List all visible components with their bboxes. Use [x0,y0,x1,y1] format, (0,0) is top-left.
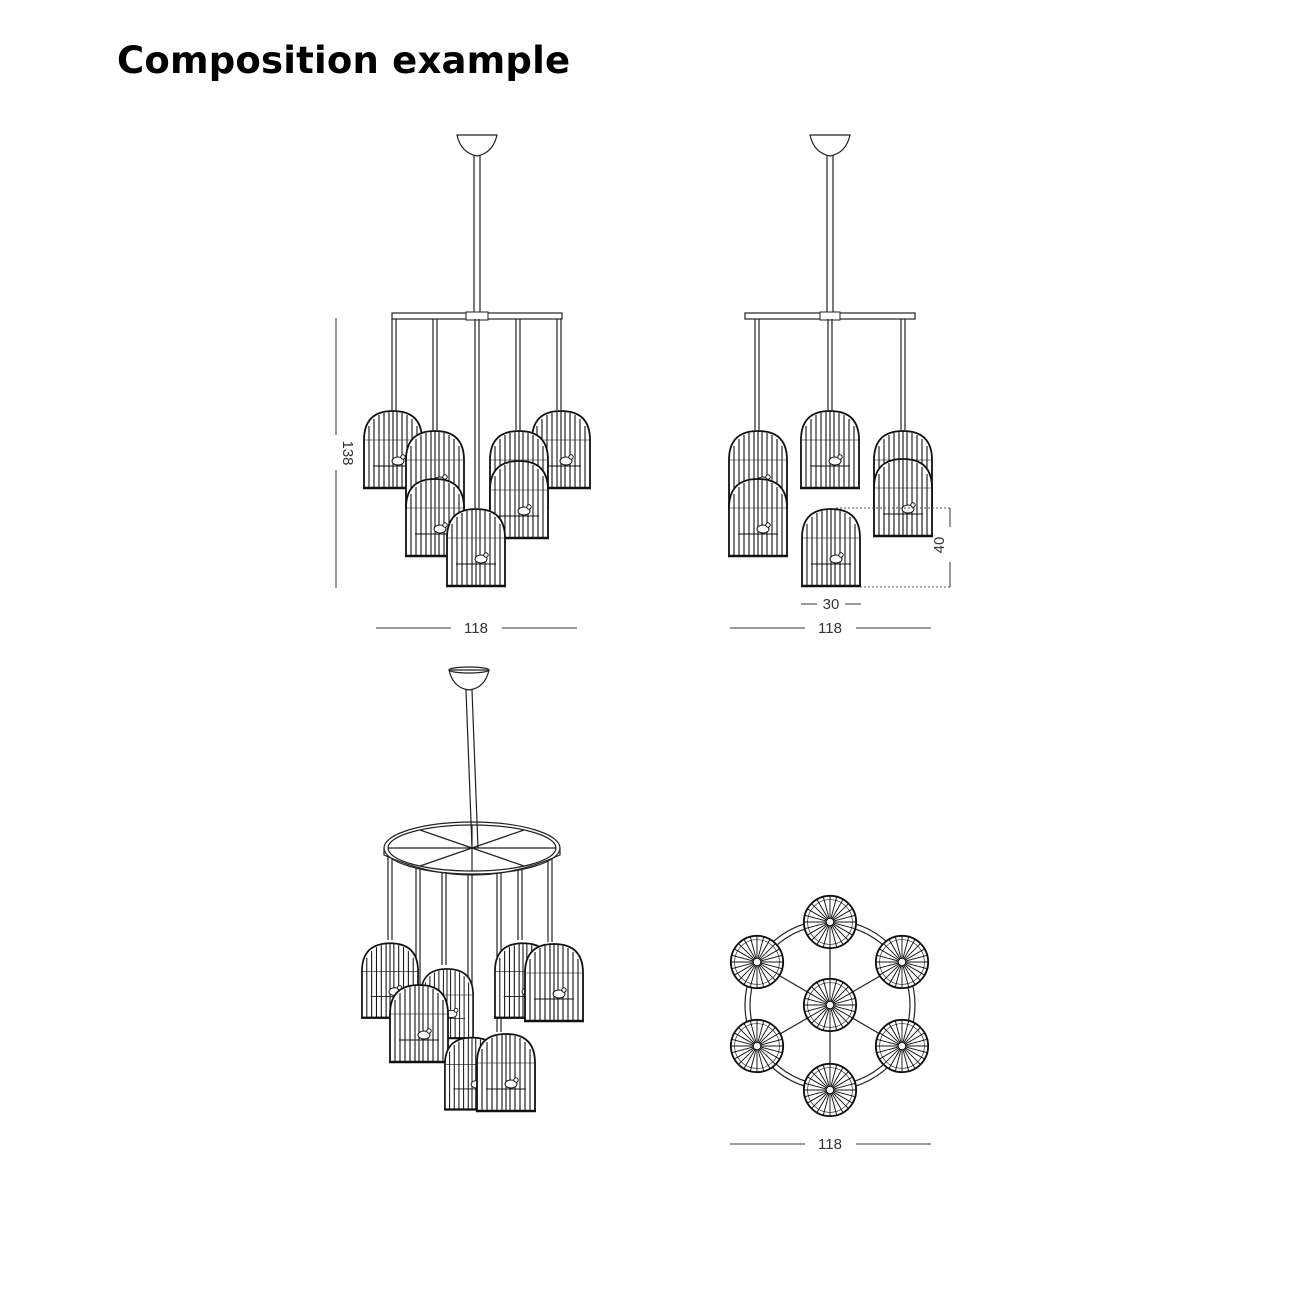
cage-top [874,934,930,990]
page-title: Composition example [117,39,571,82]
front-view: 138 118 [335,134,591,637]
side-cage-height-label: 40 [931,537,948,554]
top-view: 118 [729,894,931,1153]
cage [800,410,860,490]
cage-top [802,894,858,950]
cage [476,1032,536,1113]
side-width-label: 118 [818,620,842,637]
front-height-label: 138 [339,440,356,465]
cage [524,942,584,1023]
top-width-label: 118 [818,1136,842,1153]
cage [389,983,449,1064]
cage-top-center [802,977,858,1033]
cage [801,508,861,588]
side-view: 40 30 118 [728,134,951,637]
cage [873,458,933,538]
cage-top [802,1062,858,1118]
cage-top [874,1018,930,1074]
cage-top [729,1018,785,1074]
perspective-view [361,666,584,1113]
front-width-label: 118 [464,620,488,637]
side-cage-width-label: 30 [823,596,840,613]
cage [728,478,788,558]
cage [446,508,506,588]
cage-top [729,934,785,990]
